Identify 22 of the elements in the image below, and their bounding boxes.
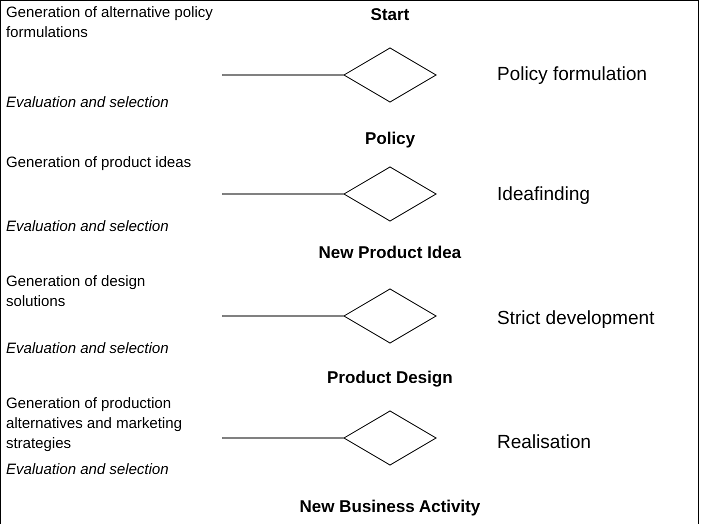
phase-label: Strict development	[497, 308, 654, 330]
step-text: Evaluation and selection	[6, 217, 170, 237]
diamond-shape	[343, 410, 437, 466]
phase-label: Policy formulation	[497, 64, 647, 86]
connector-line	[222, 74, 344, 76]
phase-label: Realisation	[497, 432, 591, 454]
milestone-label: New Business Activity	[300, 497, 480, 517]
step-text: Evaluation and selection	[6, 93, 170, 113]
step-text: Generation of alternative policy formulations	[6, 3, 214, 43]
milestone-label: Product Design	[327, 368, 453, 388]
milestone-label: Start	[370, 5, 410, 25]
step-text: Generation of design solutions	[6, 272, 146, 312]
step-text: Generation of product ideas	[6, 153, 192, 173]
phase-label: Ideafinding	[497, 184, 590, 206]
diamond-shape	[343, 166, 437, 222]
milestone-label: Policy	[365, 129, 416, 149]
milestone-label: New Product Idea	[318, 243, 462, 263]
step-text: Evaluation and selection	[6, 339, 170, 359]
diamond-shape	[343, 288, 437, 344]
step-text: Evaluation and selection	[6, 460, 170, 480]
step-text: Generation of production alternatives and marketing strategies	[6, 394, 183, 454]
diamond-shape	[343, 47, 437, 103]
